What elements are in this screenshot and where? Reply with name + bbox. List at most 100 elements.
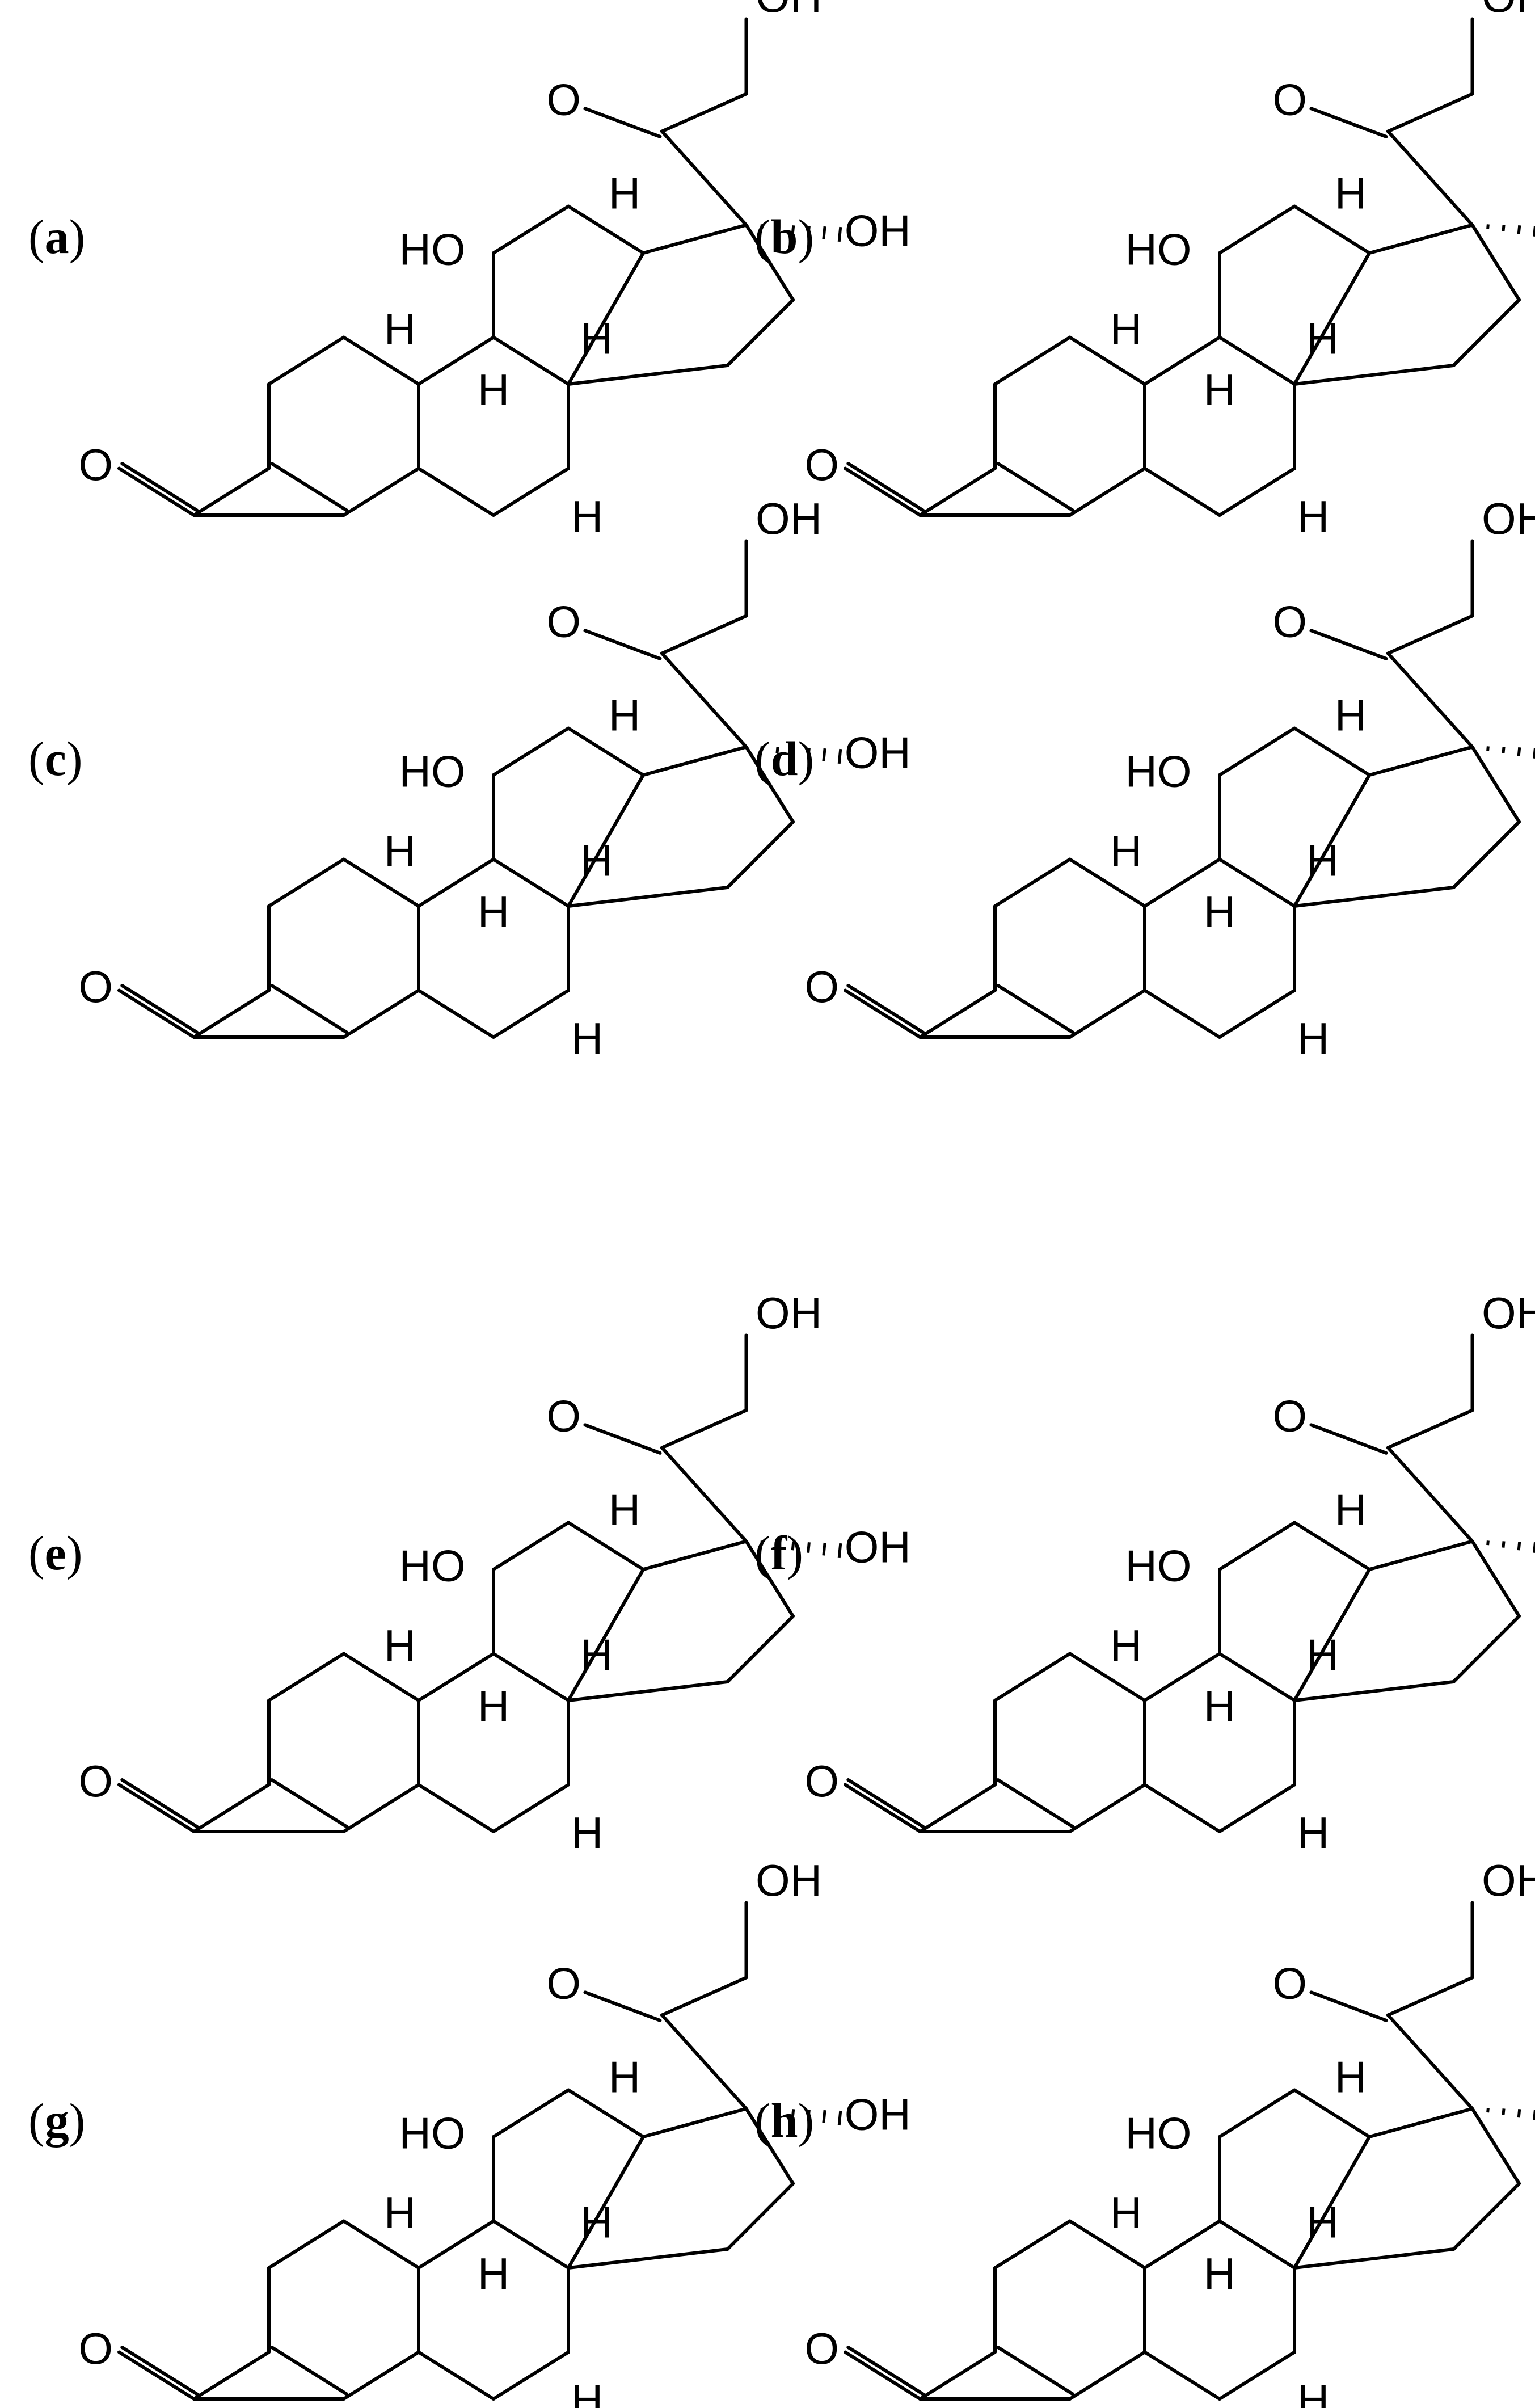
atom-label: H bbox=[571, 1013, 603, 1063]
bond bbox=[1368, 2107, 1474, 2138]
atom-label: OH bbox=[845, 728, 911, 778]
atom-label: H bbox=[384, 304, 416, 354]
hash-bond bbox=[1502, 1541, 1506, 1548]
atom-label: H bbox=[609, 2052, 640, 2102]
atom-label: HO bbox=[399, 225, 466, 275]
atom-label: H bbox=[1297, 1013, 1329, 1063]
bond bbox=[1218, 2350, 1296, 2401]
double-bond bbox=[270, 2346, 349, 2396]
atom-label: O bbox=[1272, 597, 1307, 647]
hash-bond bbox=[822, 1542, 826, 1556]
double-bond bbox=[583, 1990, 662, 2022]
bond bbox=[660, 614, 748, 655]
panel-label-e: (e) bbox=[28, 1526, 82, 1580]
atom-label: H bbox=[1110, 2188, 1142, 2238]
bond bbox=[492, 2350, 570, 2401]
bond bbox=[1218, 1652, 1296, 1702]
atom-label: H bbox=[1204, 2249, 1235, 2298]
bond bbox=[567, 886, 729, 908]
double-bond bbox=[996, 462, 1075, 512]
bond bbox=[1452, 820, 1521, 889]
bond bbox=[918, 1783, 997, 1833]
bond bbox=[1068, 1652, 1146, 1702]
bond bbox=[1293, 251, 1371, 386]
atom-label: H bbox=[384, 2188, 416, 2238]
atom-label: H bbox=[1110, 304, 1142, 354]
bond bbox=[726, 1614, 795, 1683]
bond bbox=[1470, 223, 1521, 302]
bond bbox=[1068, 1783, 1146, 1833]
bond bbox=[660, 2013, 748, 2111]
bond bbox=[567, 773, 645, 908]
bond bbox=[1218, 726, 1296, 777]
bond bbox=[1293, 1568, 1371, 1702]
bond bbox=[117, 1783, 196, 1833]
bond bbox=[117, 988, 196, 1039]
atom-label: O bbox=[1272, 1391, 1307, 1441]
bond bbox=[660, 1446, 748, 1543]
bond bbox=[1386, 614, 1474, 655]
bond bbox=[417, 335, 495, 386]
bond bbox=[993, 857, 1072, 908]
bond bbox=[567, 1680, 729, 1702]
bond bbox=[660, 1408, 748, 1450]
bond bbox=[660, 1976, 748, 2017]
atom-label: H bbox=[609, 1485, 640, 1535]
bond bbox=[1293, 2088, 1371, 2138]
hash-bond bbox=[791, 1542, 795, 1551]
double-bond bbox=[1309, 1423, 1388, 1455]
atom-label: OH bbox=[845, 2090, 911, 2140]
double-bond bbox=[846, 462, 925, 512]
atom-label: H bbox=[1306, 313, 1338, 363]
bond bbox=[1386, 1408, 1474, 1450]
atom-label: H bbox=[571, 1808, 603, 1858]
bond bbox=[342, 335, 420, 386]
bond bbox=[1218, 857, 1296, 908]
bond bbox=[567, 251, 645, 386]
bond bbox=[993, 2219, 1072, 2270]
bond bbox=[492, 1652, 570, 1702]
bond bbox=[1218, 2088, 1296, 2138]
hash-bond bbox=[837, 748, 842, 764]
bond bbox=[1386, 651, 1474, 749]
bond bbox=[417, 1652, 495, 1702]
hash-bond bbox=[775, 747, 779, 753]
atom-label: HO bbox=[399, 2108, 466, 2158]
atom-label: O bbox=[804, 2323, 839, 2373]
panel-label-d: (d) bbox=[754, 731, 814, 786]
bond bbox=[844, 988, 922, 1039]
bond bbox=[993, 1652, 1072, 1702]
atom-label: H bbox=[1306, 2197, 1338, 2247]
atom-label: H bbox=[609, 691, 640, 740]
bond bbox=[918, 466, 997, 517]
double-bond bbox=[270, 984, 349, 1034]
hash-bond bbox=[791, 225, 795, 234]
bond bbox=[1068, 466, 1146, 517]
panel-label-f: (f) bbox=[754, 1526, 803, 1580]
bond bbox=[267, 857, 345, 908]
hash-bond bbox=[822, 226, 826, 239]
bond bbox=[642, 745, 748, 777]
bond bbox=[417, 988, 495, 1039]
bond bbox=[192, 988, 271, 1039]
bond bbox=[492, 1783, 570, 1833]
atom-label: H bbox=[571, 2375, 603, 2408]
bond bbox=[567, 204, 645, 255]
atom-label: O bbox=[546, 75, 581, 125]
atom-label: H bbox=[580, 1630, 612, 1679]
bond bbox=[1143, 1783, 1221, 1833]
hash-bond bbox=[791, 747, 795, 756]
bond bbox=[1293, 204, 1371, 255]
atom-label: H bbox=[609, 169, 640, 218]
bond bbox=[660, 92, 748, 133]
hash-bond bbox=[1502, 225, 1506, 231]
hash-bond bbox=[807, 225, 811, 237]
bond bbox=[267, 1652, 345, 1702]
hash-bond bbox=[791, 2109, 795, 2118]
bond bbox=[844, 2350, 922, 2401]
bond bbox=[1386, 2013, 1474, 2111]
bond bbox=[1218, 988, 1296, 1039]
bond bbox=[1218, 466, 1296, 517]
